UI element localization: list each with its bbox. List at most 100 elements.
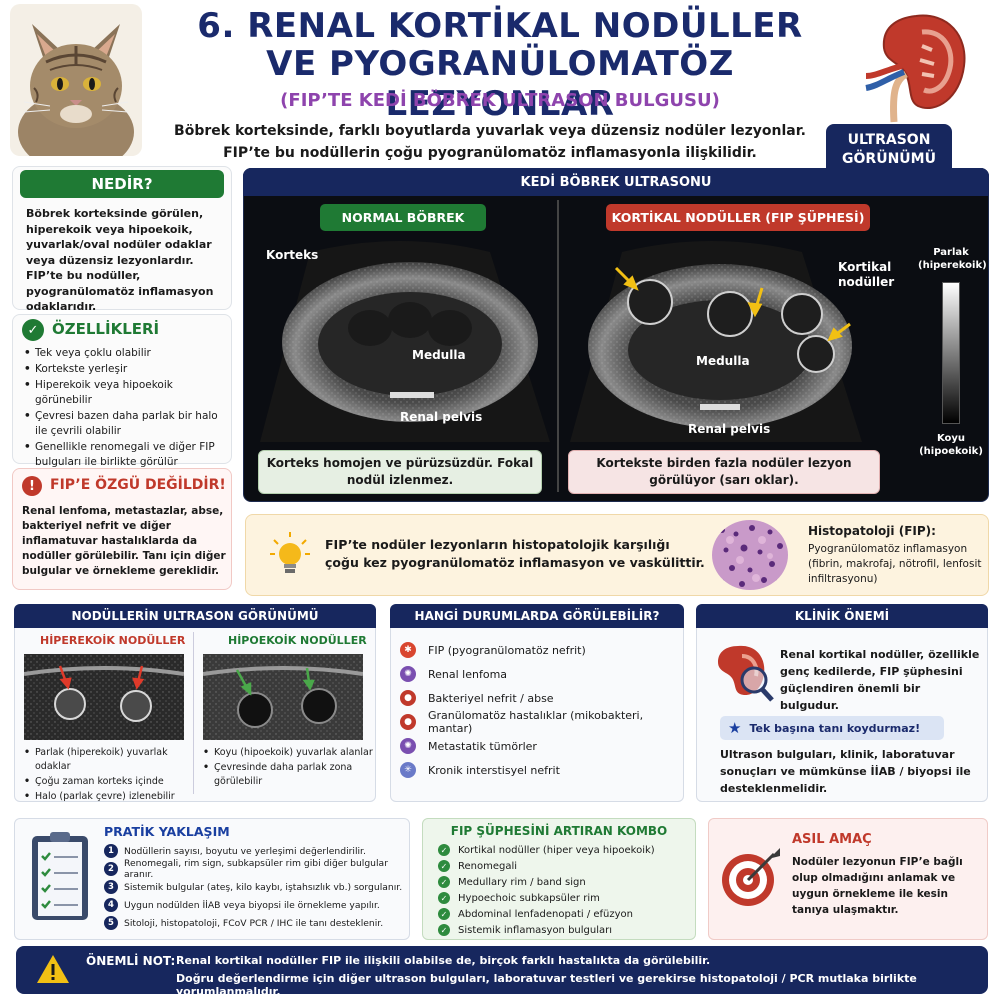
- clinical-warning: ★ Tek başına tanı koydurmaz!: [720, 716, 944, 740]
- exclamation-icon: !: [22, 476, 42, 496]
- hypoechoic-ultrasound-image: [203, 654, 363, 740]
- list-item: Çoğu zaman korteks içinde: [24, 775, 199, 789]
- list-item: ✓Abdominal lenfadenopati / efüzyon: [438, 906, 692, 922]
- list-item: ✺Renal lenfoma: [400, 662, 680, 686]
- list-item: ✳Kronik interstisyel nefrit: [400, 758, 680, 782]
- nedir-text: Böbrek korteksinde görülen, hiperekoik v…: [26, 207, 214, 313]
- main-goal-heading: ASIL AMAÇ: [792, 832, 872, 847]
- clipboard-icon: [28, 828, 92, 924]
- list-item: Tek veya çoklu olabilir: [24, 346, 224, 361]
- check-icon: ✓: [438, 892, 450, 904]
- list-item: ✓Kortikal nodüller (hiper veya hipoekoik…: [438, 842, 692, 858]
- clinical-importance-box: [696, 604, 988, 802]
- list-item: Çevresi bazen daha parlak bir halo ile ç…: [24, 409, 224, 439]
- nodule-ultrasound-heading: NODÜLLERİN ULTRASON GÖRÜNÜMÜ: [14, 604, 376, 628]
- conditions-heading: HANGİ DURUMLARDA GÖRÜLEBİLİR?: [390, 604, 684, 628]
- label-korteks: Korteks: [266, 248, 319, 262]
- list-item: ✓Medullary rim / band sign: [438, 874, 692, 890]
- list-item: ✱FIP (pyogranülomatöz nefrit): [400, 638, 680, 662]
- cat-image: [10, 4, 142, 156]
- normal-caption: Korteks homojen ve pürüzsüzdür. Fokal no…: [258, 450, 542, 494]
- cell-icon: ✳: [400, 762, 416, 778]
- clinical-importance-heading: KLİNİK ÖNEMİ: [696, 604, 988, 628]
- hypoechoic-list: Koyu (hipoekoik) yuvarlak alanlar Çevres…: [203, 746, 373, 790]
- clinical-importance-text: Renal kortikal nodüller, özellikle genç …: [780, 648, 980, 712]
- page-subtitle: (FIP’TE KEDİ BÖBREK ULTRASON BULGUSU): [280, 90, 720, 111]
- cortical-nodules-heading: KORTİKAL NODÜLLER (FIP ŞÜPHESİ): [606, 204, 870, 231]
- nodule-caption: Kortekste birden fazla nodüler lezyon gö…: [568, 450, 880, 494]
- fip-combo-heading: FIP ŞÜPHESİNİ ARTIRAN KOMBO: [450, 824, 668, 838]
- list-item: ✓Sistemik inflamasyon bulguları: [438, 922, 692, 938]
- label-medulla-right: Medulla: [696, 354, 750, 368]
- kidney-magnifier-icon: [708, 640, 778, 706]
- conditions-list: ✱FIP (pyogranülomatöz nefrit) ✺Renal len…: [400, 638, 680, 782]
- echogenicity-scale: [942, 282, 960, 424]
- fip-combo-list: ✓Kortikal nodüller (hiper veya hipoekoik…: [438, 842, 692, 938]
- check-circle-icon: ✓: [22, 319, 44, 341]
- list-item: Halo (parlak çevre) izlenebilir: [24, 790, 199, 804]
- check-icon: ✓: [438, 908, 450, 920]
- main-goal-text: Nodüler lezyonun FIP’e bağlı olup olmadı…: [792, 856, 963, 916]
- important-note-bar: [16, 946, 988, 994]
- tumor-icon: ✺: [400, 738, 416, 754]
- list-item: Çevresinde daha parlak zona görülebilir: [203, 761, 373, 789]
- star-icon: ★: [728, 719, 742, 737]
- check-icon: ✓: [438, 860, 450, 872]
- histopathology-desc: Pyogranülomatöz inflamasyon (fibrin, mak…: [808, 543, 982, 585]
- histology-image: [712, 520, 788, 590]
- list-item: Genellikle renomegali ve diğer FIP bulgu…: [24, 440, 224, 470]
- check-icon: ✓: [438, 844, 450, 856]
- hyperechoic-list: Parlak (hiperekoik) yuvarlak odaklar Çoğ…: [24, 746, 199, 805]
- check-icon: ✓: [438, 876, 450, 888]
- list-item: Kortekste yerleşir: [24, 362, 224, 377]
- scale-dark-label: Koyu (hipoekoik): [919, 433, 983, 457]
- cell-icon: ✺: [400, 666, 416, 682]
- kidney-icon: ●: [400, 690, 416, 706]
- practical-approach-heading: PRATİK YAKLAŞIM: [104, 824, 230, 839]
- list-item: ✓Renomegali: [438, 858, 692, 874]
- lightbulb-icon: [268, 530, 312, 578]
- ozellikler-list: Tek veya çoklu olabilir Kortekste yerleş…: [24, 346, 224, 471]
- list-item: ●Bakteriyel nefrit / abse: [400, 686, 680, 710]
- hypoechoic-heading: HİPOEKOİK NODÜLLER: [228, 634, 367, 647]
- virus-icon: ✱: [400, 642, 416, 658]
- list-item: ●Granülomatöz hastalıklar (mikobakteri, …: [400, 709, 680, 735]
- label-medulla-left: Medulla: [412, 348, 466, 362]
- ozellikler-heading: ÖZELLİKLERİ: [52, 320, 160, 338]
- kidney-illustration: [856, 6, 976, 124]
- conditions-box: [390, 604, 684, 802]
- hyperechoic-heading: HİPEREKOİK NODÜLLER: [40, 634, 186, 647]
- intro-text: Böbrek korteksinde, farklı boyutlarda yu…: [174, 123, 806, 161]
- important-note-line1: Renal kortikal nodüller FIP ile ilişkili…: [176, 954, 711, 967]
- page-title-line2: VE PYOGRANÜLOMATÖZ LEZYONLAR: [266, 44, 734, 124]
- fip-not-specific-heading: FIP’E ÖZGÜ DEĞİLDİR!: [50, 477, 226, 493]
- list-item: Koyu (hipoekoik) yuvarlak alanlar: [203, 746, 373, 760]
- list-item: Parlak (hiperekoik) yuvarlak odaklar: [24, 746, 199, 774]
- ultrasound-panel-title: KEDİ BÖBREK ULTRASONU: [243, 168, 989, 196]
- fip-combo-box: [422, 818, 696, 940]
- page-title-line1: 6. RENAL KORTİKAL NODÜLLER: [197, 6, 803, 46]
- fip-not-specific-text: Renal lenfoma, metastazlar, abse, bakter…: [22, 505, 226, 577]
- check-icon: ✓: [438, 924, 450, 936]
- target-icon: [720, 846, 782, 908]
- label-pelvis-left: Renal pelvis: [400, 410, 483, 424]
- normal-kidney-heading: NORMAL BÖBREK: [320, 204, 486, 231]
- nedir-heading: NEDİR?: [20, 170, 224, 198]
- list-item: ✓Hypoechoic subkapsüler rim: [438, 890, 692, 906]
- important-note-title: ÖNEMLİ NOT:: [86, 954, 176, 968]
- hyperechoic-ultrasound-image: [24, 654, 184, 740]
- ultrasound-images: [260, 241, 862, 442]
- clinical-importance-text2: Ultrason bulguları, klinik, laboratuvar …: [720, 748, 971, 795]
- list-item: Hiperekoik veya hipoekoik görünebilir: [24, 378, 224, 408]
- label-pelvis-right: Renal pelvis: [688, 422, 771, 436]
- histopathology-title: Histopatoloji (FIP):: [808, 524, 936, 538]
- important-note-line2: Doğru değerlendirme için diğer ultrason …: [176, 972, 917, 998]
- kidney-icon: ●: [400, 714, 416, 730]
- label-kortikal-nodul: Kortikal nodüller: [838, 260, 895, 289]
- fip-not-specific-card: [12, 468, 232, 590]
